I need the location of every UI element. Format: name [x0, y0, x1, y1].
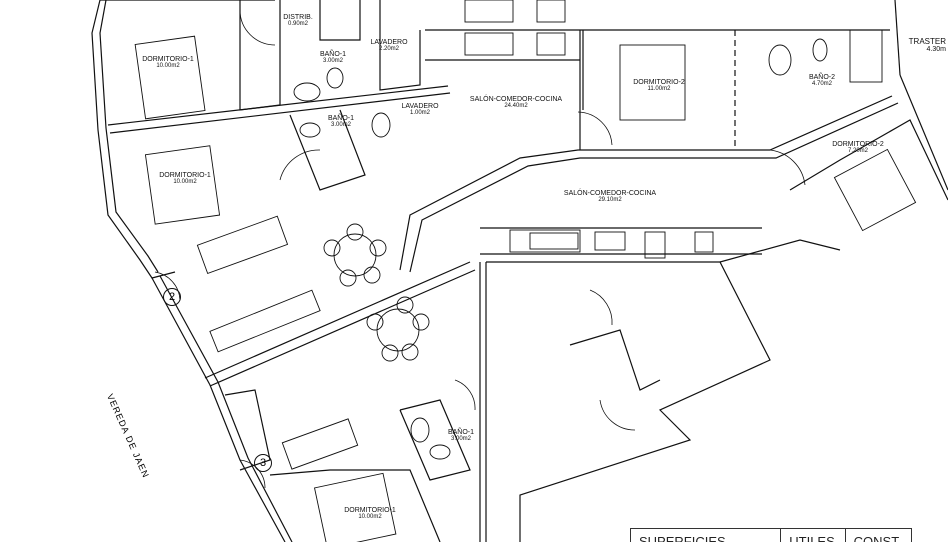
- room-area: 3.00m2: [450, 436, 471, 443]
- room-area: 3.00m2: [322, 58, 343, 65]
- room-name: DORMITORIO-1: [142, 56, 194, 64]
- room-area: 11.00m2: [647, 86, 671, 93]
- unit-marker: 2: [163, 288, 181, 306]
- room-area: 29.10m2: [598, 197, 622, 204]
- room-name: BAÑO-2: [808, 74, 836, 82]
- room-area: 4.70m2: [811, 81, 832, 88]
- walls: [91, 0, 948, 542]
- room-name: LAVADERO: [401, 103, 439, 111]
- room-area: 10.00m2: [156, 63, 180, 70]
- room-area: 0.90m2: [287, 21, 308, 28]
- unit-marker: 3: [254, 454, 272, 472]
- room-name: TRASTER: [908, 37, 946, 47]
- room-area: 7.20m2: [847, 148, 869, 155]
- room-label-distrib: DISTRIB.0.90m2: [283, 14, 313, 28]
- room-area: 2.20m2: [378, 46, 399, 53]
- room-area: 10.00m2: [358, 514, 382, 521]
- table-header-utiles: UTILES: [781, 529, 846, 542]
- room-name: DORMITORIO-2: [832, 141, 884, 149]
- room-name: LAVADERO: [370, 39, 408, 47]
- room-name: DORMITORIO-1: [344, 507, 396, 515]
- room-name: BAÑO-1: [327, 115, 355, 123]
- room-name: BAÑO-1: [447, 429, 475, 437]
- room-area: 3.00m2: [330, 122, 351, 129]
- room-name: DISTRIB.: [283, 14, 313, 22]
- room-area: 24.40m2: [504, 103, 528, 110]
- table-header-superficies: SUPERFICIES: [631, 529, 782, 542]
- surface-table: SUPERFICIES UTILES CONST.: [630, 528, 912, 542]
- furniture: [134, 0, 917, 542]
- room-area: 10.00m2: [173, 179, 197, 186]
- table-header-const: CONST.: [853, 534, 902, 542]
- room-name: BAÑO-1: [319, 51, 347, 59]
- room-name: SALÓN-COMEDOR-COCINA: [563, 190, 657, 198]
- room-name: SALÓN-COMEDOR-COCINA: [469, 96, 563, 104]
- room-name: DORMITORIO-1: [159, 172, 211, 180]
- room-name: DORMITORIO-2: [633, 79, 685, 87]
- room-area: 4.30m: [926, 46, 946, 54]
- room-area: 1.00m2: [409, 110, 430, 117]
